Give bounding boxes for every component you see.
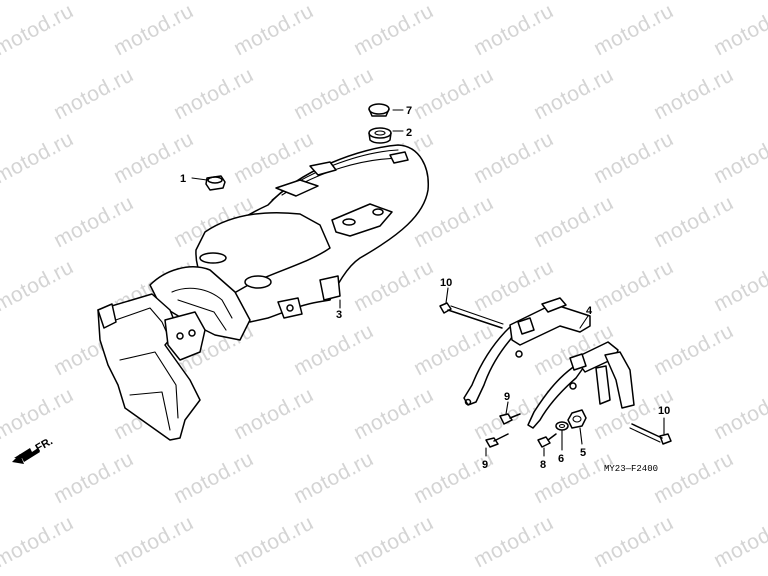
bolt-10-right	[629, 423, 672, 445]
callout-7: 7	[406, 105, 412, 117]
arrow-left-icon	[12, 448, 40, 464]
bolt-10-left	[439, 302, 504, 329]
bolt-9-right	[499, 413, 521, 425]
callout-6: 6	[558, 453, 564, 465]
callout-3: 3	[336, 309, 342, 321]
diagram-code: MY23—F2400	[604, 464, 658, 474]
washer-6	[555, 421, 569, 431]
direction-label: FR.	[34, 435, 55, 454]
callout-10b: 10	[658, 405, 670, 417]
callout-1: 1	[180, 173, 186, 185]
part-2-grommet	[368, 127, 392, 144]
callout-8: 8	[540, 459, 546, 471]
leader-lines	[191, 109, 665, 457]
bracket-part-4	[463, 297, 635, 429]
nut-5	[567, 409, 587, 429]
part-7-cap	[368, 103, 390, 117]
callout-10a: 10	[440, 277, 452, 289]
callout-4: 4	[586, 305, 593, 317]
callout-9a: 9	[504, 391, 510, 403]
callout-9b: 9	[482, 459, 488, 471]
bolt-8	[537, 433, 557, 448]
rear-fender-part	[97, 144, 429, 441]
bolt-9-left	[485, 433, 509, 448]
callout-2: 2	[406, 127, 412, 139]
part-1-nut	[205, 175, 226, 191]
callout-5: 5	[580, 447, 586, 459]
